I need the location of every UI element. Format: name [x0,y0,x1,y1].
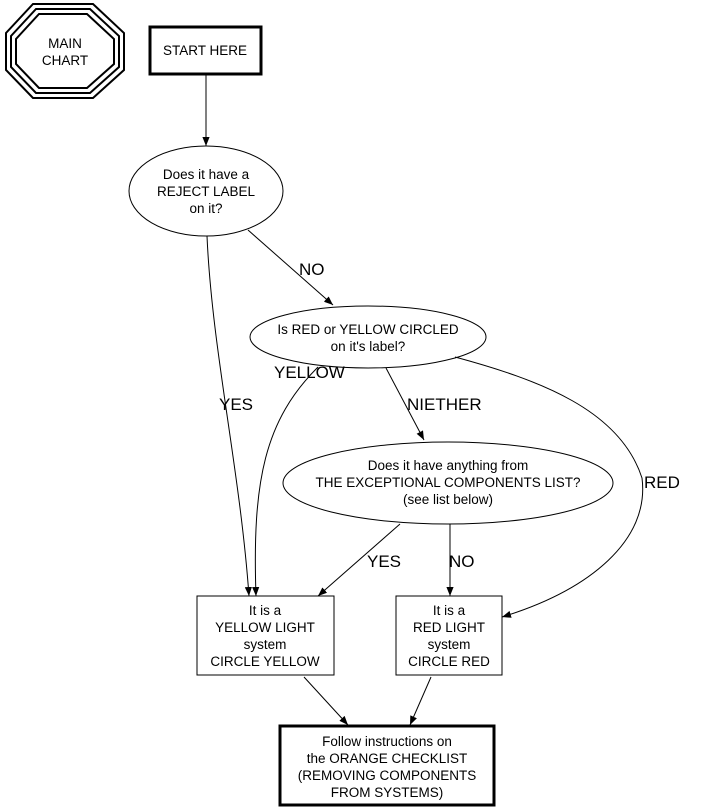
edge-circled-niether [385,367,425,441]
red-light-line-1: It is a [433,603,466,618]
orange-checklist-line-3: (REMOVING COMPONENTS [298,768,477,783]
exceptional-decision: Does it have anything from THE EXCEPTION… [282,441,614,525]
main-chart-line-1: MAIN [48,36,82,51]
reject-label-line-1: Does it have a [163,167,250,182]
red-light-line-2: RED LIGHT [413,620,485,635]
start-node: START HERE [148,25,263,76]
main-chart-line-2: CHART [42,53,88,68]
edge-label-no: NO [299,260,325,279]
start-node-label: START HERE [163,43,247,58]
main-chart-node: MAIN CHART [5,3,125,99]
yellow-light-line-2: YELLOW LIGHT [215,620,315,635]
orange-checklist-line-4: FROM SYSTEMS) [331,785,444,800]
yellow-light-line-1: It is a [249,603,282,618]
orange-checklist-line-2: the ORANGE CHECKLIST [307,751,468,766]
edge-circled-red [454,356,644,618]
reject-label-line-3: on it? [189,201,222,216]
reject-label-decision: Does it have a REJECT LABEL on it? [128,145,284,237]
edge-label-yes-reject: YES [219,395,253,414]
yellow-light-node: It is a YELLOW LIGHT system CIRCLE YELLO… [196,595,335,676]
reject-label-line-2: REJECT LABEL [157,184,256,199]
circled-decision: Is RED or YELLOW CIRCLED on it's label? [249,305,487,369]
yellow-light-line-4: CIRCLE YELLOW [210,654,320,669]
edge-label-no-exceptional: NO [449,552,475,571]
orange-checklist-line-1: Follow instructions on [322,734,452,749]
circled-line-1: Is RED or YELLOW CIRCLED [277,322,459,337]
edge-exceptional-yes [317,523,401,597]
exceptional-line-1: Does it have anything from [368,458,529,473]
red-light-node: It is a RED LIGHT system CIRCLE RED [395,595,503,676]
red-light-line-3: system [428,637,471,652]
edge-red-to-orange [409,676,432,726]
edge-label-yellow: YELLOW [274,363,345,382]
red-light-line-4: CIRCLE RED [408,654,490,669]
orange-checklist-node: Follow instructions on the ORANGE CHECKL… [278,724,496,807]
exceptional-line-3: (see list below) [403,492,493,507]
edge-label-red: RED [644,473,680,492]
exceptional-line-2: THE EXCEPTIONAL COMPONENTS LIST? [315,475,580,490]
edge-reject-yes [206,235,252,597]
edge-reject-no [247,229,334,306]
yellow-light-line-3: system [244,637,287,652]
circled-line-2: on it's label? [331,339,406,354]
edge-label-niether: NIETHER [407,395,482,414]
edge-label-yes-exceptional: YES [367,552,401,571]
edge-yellow-to-orange [303,676,349,726]
edge-circled-yellow [252,366,319,597]
